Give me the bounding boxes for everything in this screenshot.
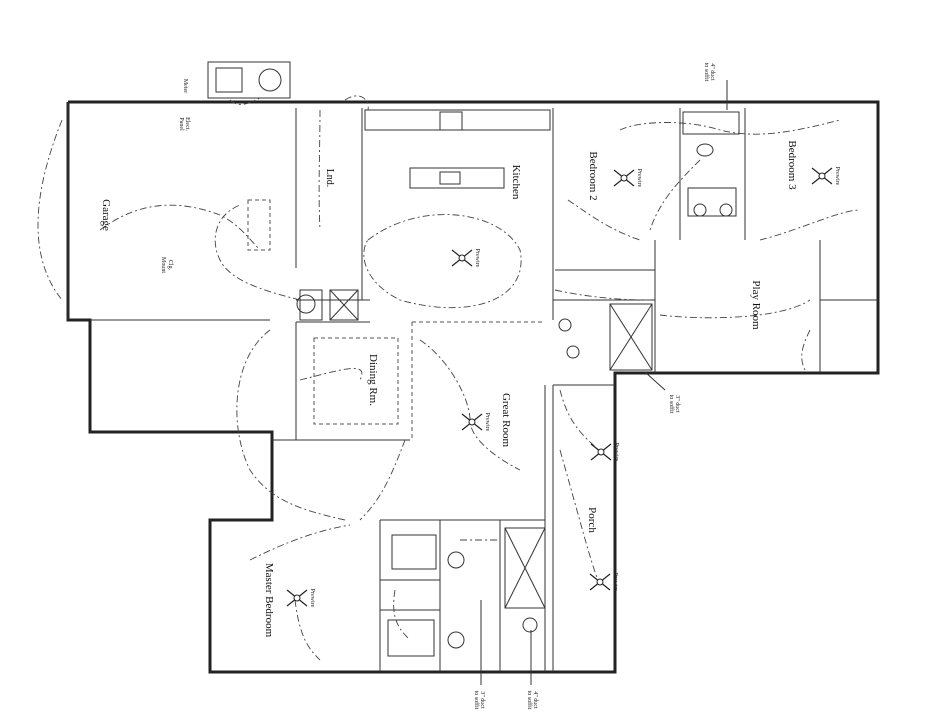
note-elect-panel-1: Elect. [184, 117, 190, 131]
note-prewire-porch-2: Prewire [612, 573, 618, 592]
room-label-garage: Garage [100, 199, 112, 231]
fixtures [207, 61, 740, 657]
ceiling-fans [286, 167, 833, 607]
interior-walls [90, 108, 878, 672]
note-prewire-great-room: Prewire [484, 413, 490, 432]
note-duct-3-right-b: to soffit [668, 395, 675, 414]
note-duct-4-top-b: to soffit [703, 63, 710, 82]
note-prewire-bedroom3: Prewire [834, 167, 840, 186]
note-clg-mount-1: Clg. [167, 260, 173, 271]
note-prewire-kitchen: Prewire [474, 249, 480, 268]
note-prewire-porch-1: Prewire [613, 443, 619, 462]
room-label-master-bedroom: Master Bedroom [263, 563, 275, 638]
note-meter: Meter [182, 79, 188, 93]
note-duct-4-bottom-a: 4" duct [532, 691, 538, 709]
room-label-laundry: Lnd. [324, 169, 335, 188]
wiring [37, 95, 861, 661]
room-label-play-room: Play Room [750, 280, 762, 330]
ceiling-outlines [247, 199, 545, 440]
note-prewire-master: Prewire [309, 589, 315, 608]
room-label-bedroom-3: Bedroom 3 [786, 140, 798, 190]
note-duct-4-bottom-b: to soffit [526, 691, 533, 710]
note-duct-3-right-a: 3" duct [674, 395, 680, 413]
room-label-kitchen: Kitchen [510, 165, 522, 200]
room-label-bedroom-2: Bedroom 2 [587, 151, 599, 200]
duct-leaders [480, 80, 728, 685]
room-label-porch: Porch [586, 507, 598, 533]
room-label-great-room: Great Room [500, 393, 512, 448]
note-duct-4-top-a: 4" duct [709, 63, 715, 81]
note-duct-3-bottom-b: to soffit [473, 691, 480, 710]
note-duct-3-bottom-a: 3" duct [479, 691, 485, 709]
note-prewire-bedroom2: Prewire [636, 169, 642, 188]
note-clg-mount-2: Mount [160, 257, 166, 273]
room-label-dining: Dining Rm. [367, 354, 379, 406]
note-elect-panel-2: Panel [178, 117, 184, 131]
